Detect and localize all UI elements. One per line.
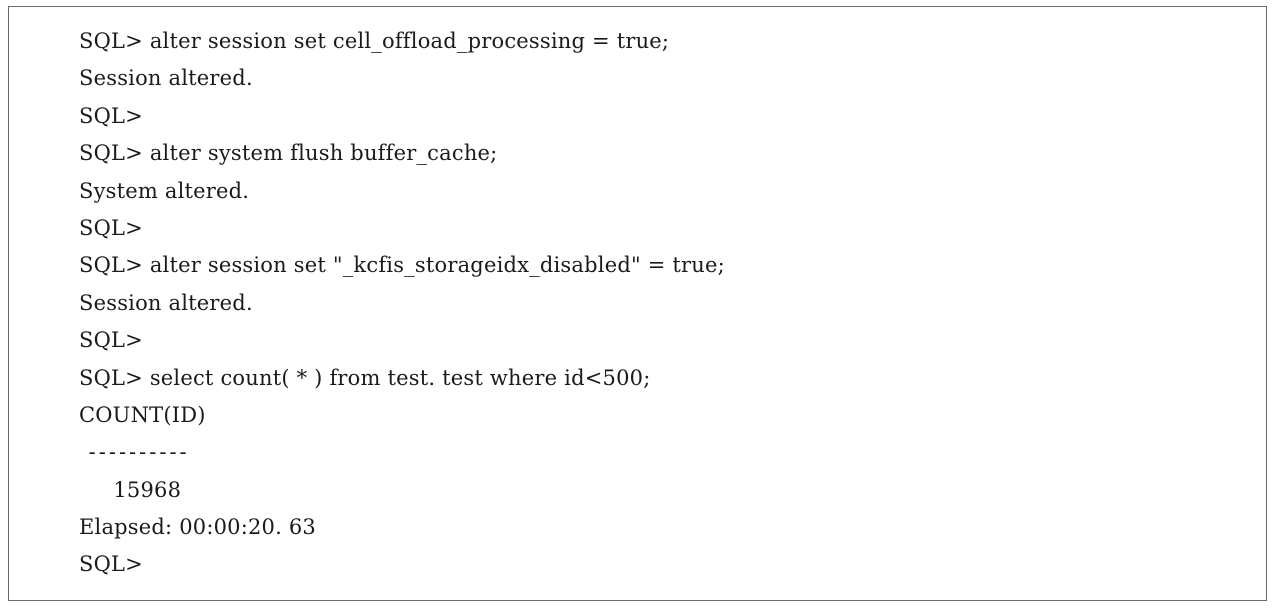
code-line: Session altered. [79,290,253,315]
code-line: Session altered. [79,66,253,91]
code-line: SQL> [79,215,143,240]
code-line: SQL> [79,552,143,577]
code-line: System altered. [79,178,250,203]
code-lines: SQL> alter session set cell_offload_proc… [79,23,725,584]
code-line: 15968 [79,477,182,502]
code-line: COUNT(ID) [79,402,206,427]
code-line-separator: ---------- [79,440,190,465]
code-line: SQL> alter system flush buffer_cache; [79,141,498,166]
code-line: SQL> select count( * ) from test. test w… [79,365,651,390]
code-line: SQL> [79,103,143,128]
code-line: SQL> alter session set "_kcfis_storageid… [79,253,725,278]
code-line: SQL> alter session set cell_offload_proc… [79,29,670,53]
code-line: SQL> [79,328,143,353]
code-line: Elapsed: 00:00:20. 63 [79,515,316,540]
code-listing-box: SQL> alter session set cell_offload_proc… [8,6,1267,601]
